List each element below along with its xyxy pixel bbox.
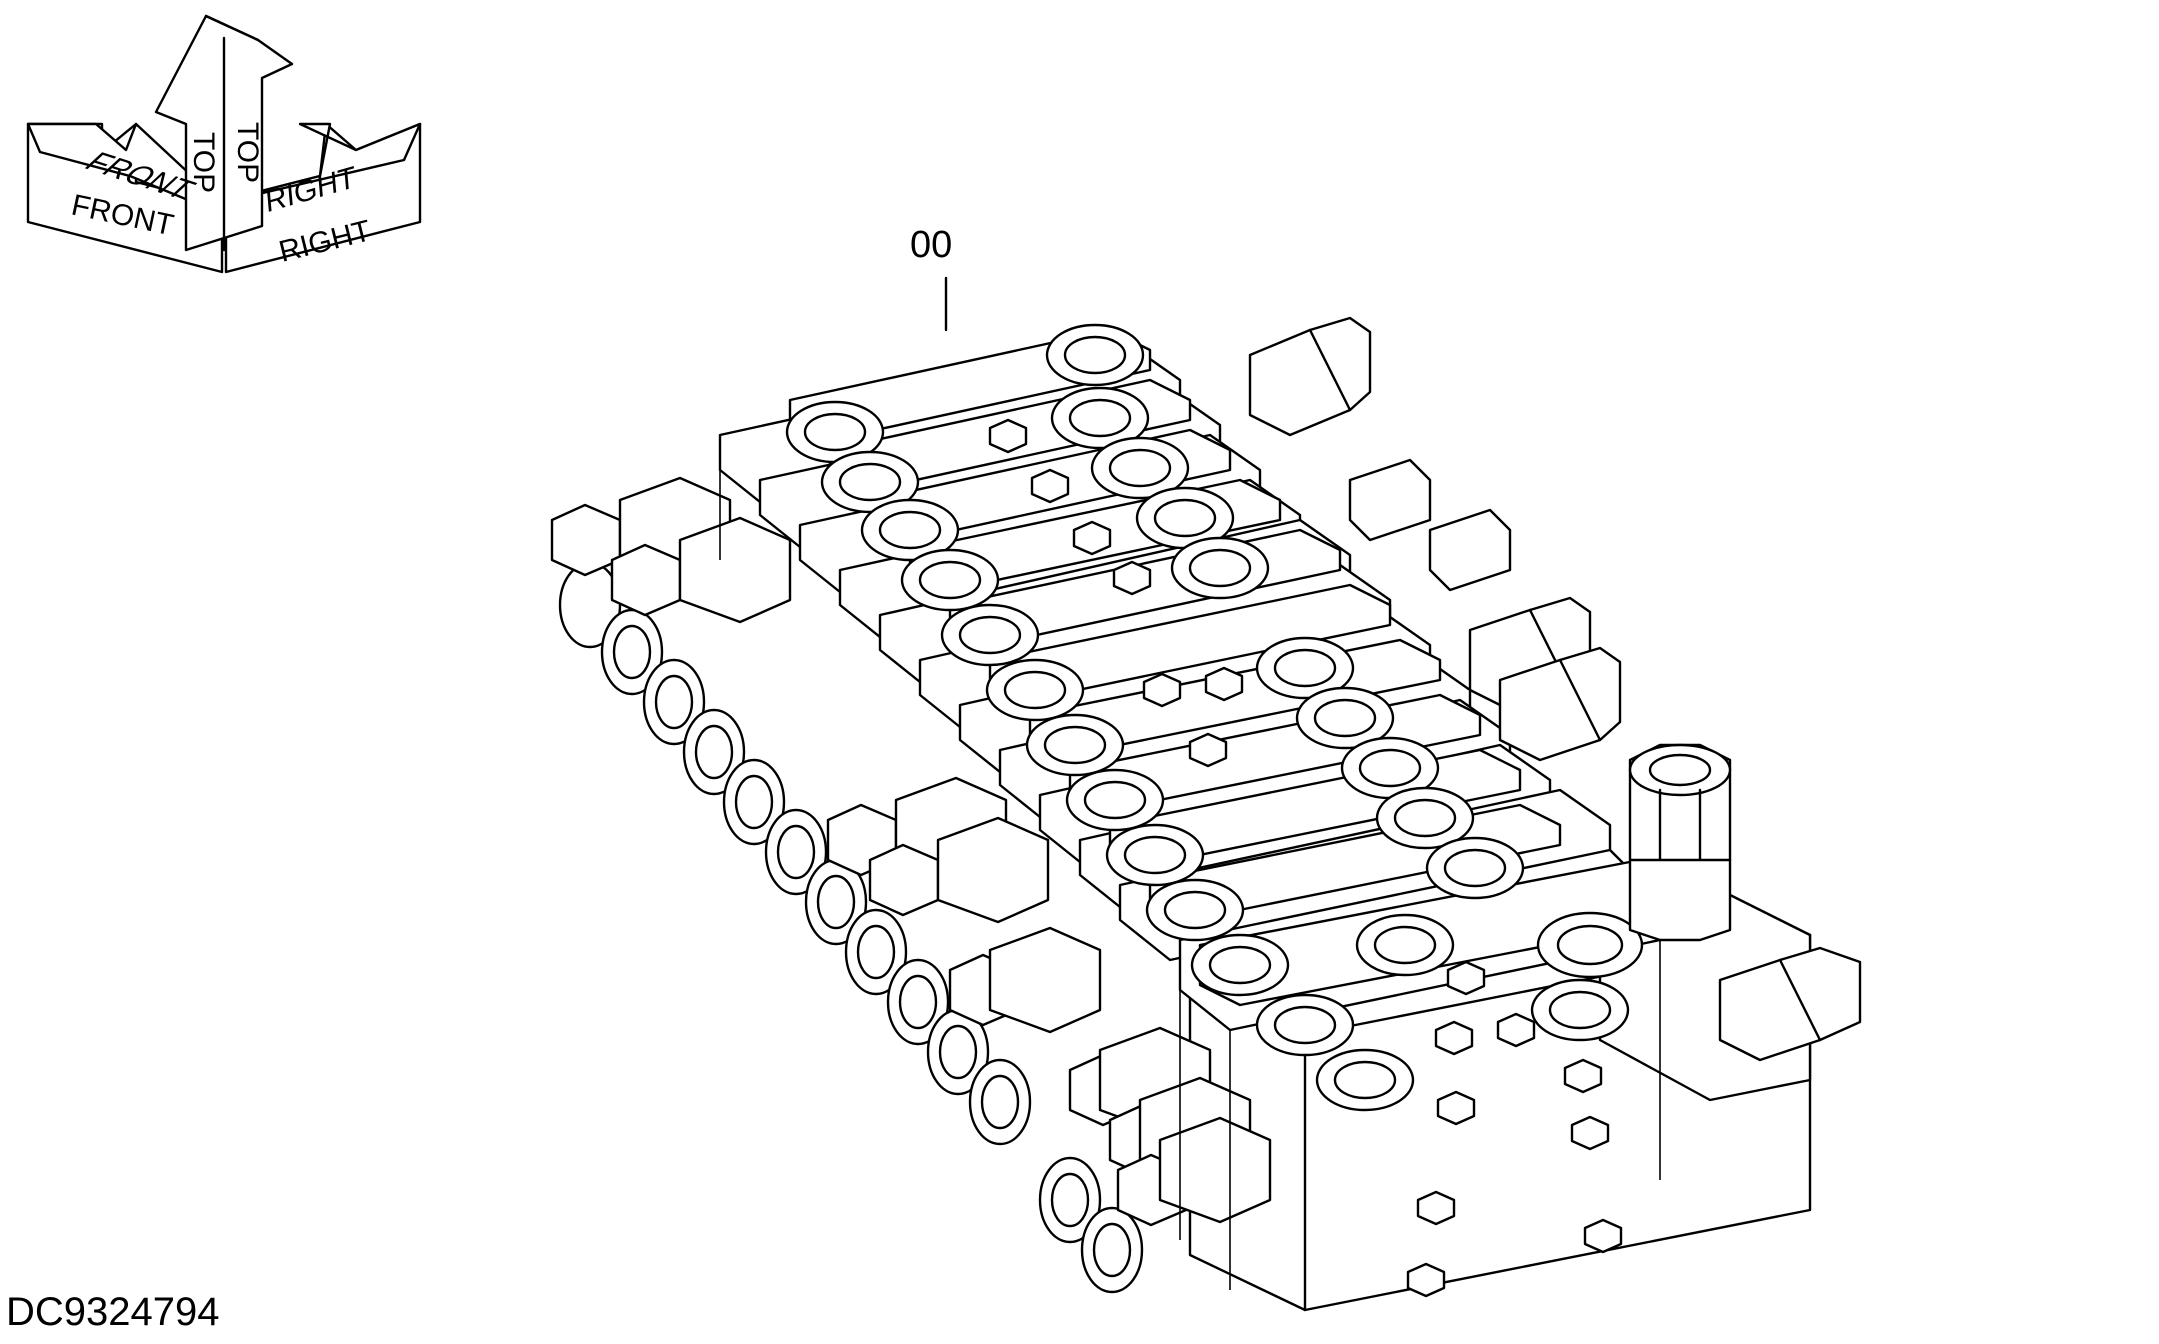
control-valve-assembly — [550, 316, 1862, 1312]
drawing-number: DC9324794 — [6, 1290, 220, 1334]
top-label-right: TOP — [231, 122, 264, 183]
orientation-indicator: FRONT FRONT TOP TOP RIGHT RIGHT — [26, 14, 422, 274]
housing-nuts — [1416, 1115, 1610, 1226]
relief-valve-cartridge — [1628, 743, 1732, 942]
top-label-left: TOP — [187, 132, 220, 193]
spool-caps — [558, 561, 1144, 1294]
right-solenoid-connectors — [1248, 316, 1862, 1062]
part-callout-label: 00 — [910, 224, 953, 266]
hex-bolts — [988, 418, 1623, 1298]
detail-lines — [719, 470, 1661, 1290]
left-solenoid-connectors — [550, 476, 1272, 1227]
port-rings — [785, 323, 1644, 1112]
